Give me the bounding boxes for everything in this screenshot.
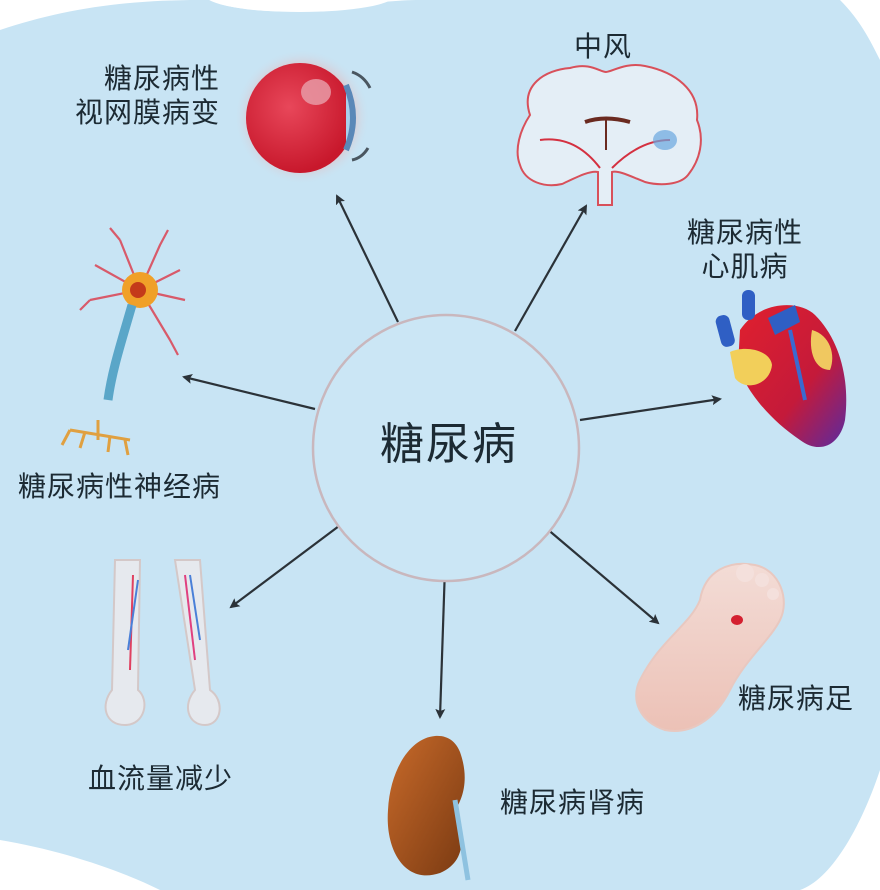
label-stroke: 中风 [574, 30, 633, 63]
arrow-to-retinopathy [335, 194, 399, 323]
label-cardiomyopathy-line1: 糖尿病性 [686, 216, 803, 249]
center-circle [311, 313, 581, 583]
brain-icon [516, 64, 702, 206]
label-retinopathy: 糖尿病性 视网膜病变 [40, 62, 220, 130]
center-label: 糖尿病 [380, 419, 518, 470]
arrow-to-diabetic-foot [545, 527, 660, 625]
neuron-icon [60, 227, 186, 456]
label-cardiomyopathy: 糖尿病性 心肌病 [670, 216, 820, 284]
label-retinopathy-line2: 视网膜病变 [74, 96, 220, 129]
arrow-to-nephropathy [435, 566, 447, 719]
arrow-to-blood-flow [229, 522, 344, 609]
arrows [182, 194, 722, 719]
legs-icon [104, 559, 221, 727]
label-retinopathy-line1: 糖尿病性 [103, 62, 220, 95]
eye-icon [234, 49, 372, 185]
label-diabetic-foot: 糖尿病足 [738, 682, 855, 715]
arrow-to-cardiomyopathy [579, 395, 722, 422]
foot-icon [635, 562, 785, 732]
heart-icon [715, 290, 847, 448]
kidney-icon [387, 735, 471, 881]
label-reduced-blood-flow: 血流量减少 [88, 762, 234, 795]
label-nephropathy: 糖尿病肾病 [500, 786, 646, 819]
label-cardiomyopathy-line2: 心肌病 [701, 250, 789, 283]
arrow-to-neuropathy [182, 374, 316, 411]
arrow-to-stroke [514, 204, 587, 332]
label-neuropathy: 糖尿病性神经病 [18, 470, 222, 503]
